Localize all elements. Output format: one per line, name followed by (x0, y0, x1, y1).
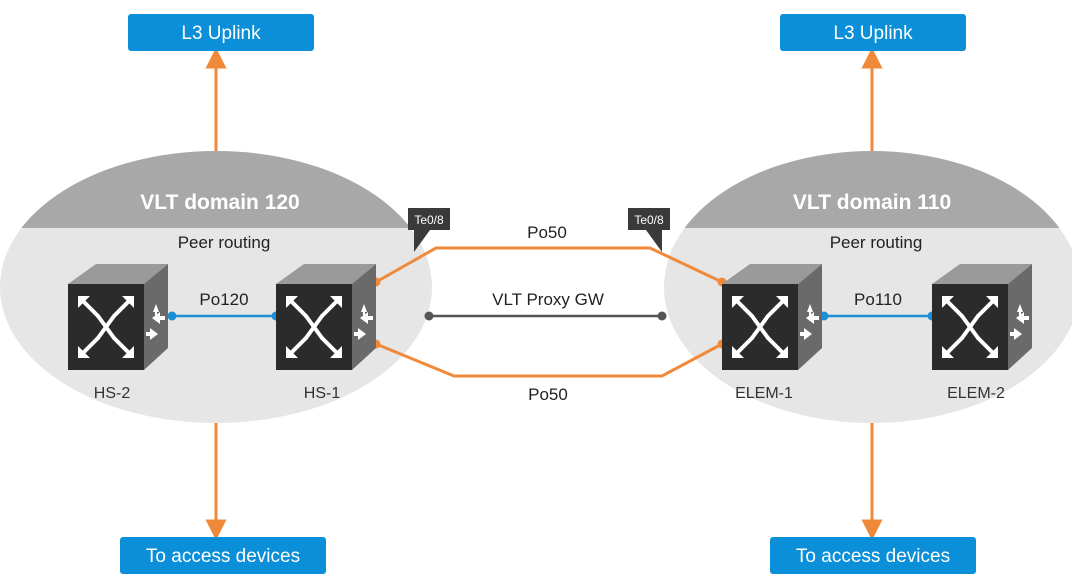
switch-icon (66, 262, 170, 372)
vlt-proxy-gw-label: VLT Proxy GW (492, 290, 604, 309)
peer-routing-left: Peer routing (178, 233, 271, 252)
domain-title-right: VLT domain 110 (793, 191, 951, 214)
po50-label-top: Po50 (527, 223, 567, 242)
l3-uplink-box-left: L3 Uplink (128, 14, 314, 51)
port-tag-right-label: Te0/8 (634, 213, 664, 227)
peer-routing-right: Peer routing (830, 233, 923, 252)
access-devices-label-left: To access devices (146, 546, 300, 567)
switch-icon (274, 262, 378, 372)
switch-label-hs1: HS-1 (304, 385, 341, 402)
port-tag-left-label: Te0/8 (414, 213, 444, 227)
po110-label: Po110 (854, 290, 902, 309)
l3-uplink-label-left: L3 Uplink (181, 23, 261, 44)
switch-label-elem2: ELEM-2 (947, 385, 1005, 402)
l3-uplink-label-right: L3 Uplink (833, 23, 913, 44)
switch-label-elem1: ELEM-1 (735, 385, 793, 402)
access-devices-box-left: To access devices (120, 537, 326, 574)
po50-label-bottom: Po50 (528, 385, 568, 404)
switch-label-hs2: HS-2 (94, 385, 131, 402)
switch-icon (930, 262, 1034, 372)
po50-link-top (375, 246, 723, 284)
port-tag-right: Te0/8 (628, 208, 670, 252)
port-tag-left: Te0/8 (408, 208, 450, 252)
switch-icon (720, 262, 824, 372)
po50-link-bottom (375, 342, 723, 378)
domain-title-left: VLT domain 120 (140, 191, 299, 214)
l3-uplink-box-right: L3 Uplink (780, 14, 966, 51)
po120-label: Po120 (199, 290, 248, 309)
access-devices-box-right: To access devices (770, 537, 976, 574)
access-devices-label-right: To access devices (796, 546, 950, 567)
